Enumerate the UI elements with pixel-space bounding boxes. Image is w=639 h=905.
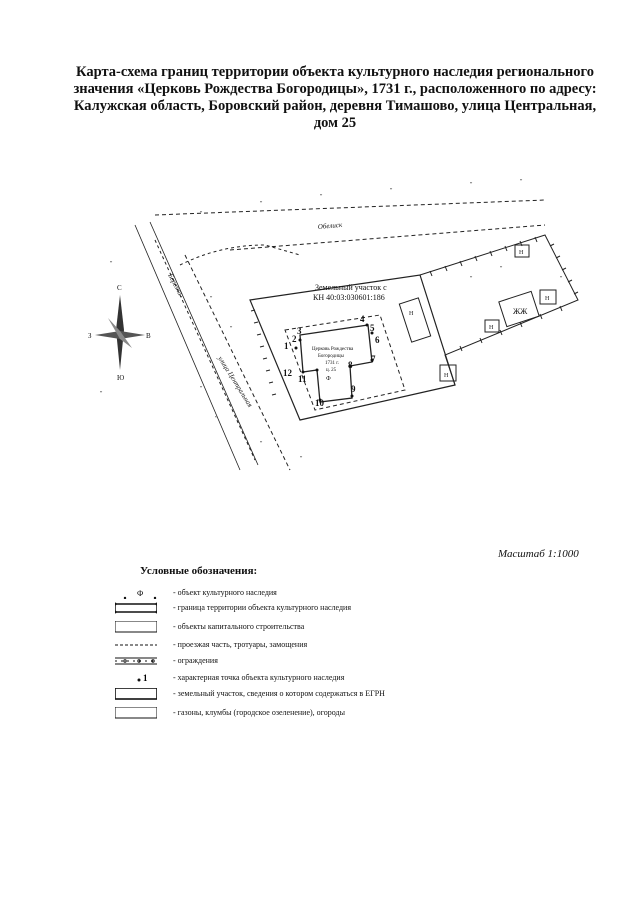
building-n-2 — [439, 364, 457, 382]
heritage-zone — [284, 314, 406, 411]
point-4: 4 — [360, 314, 365, 324]
svg-text:": " — [200, 211, 203, 217]
svg-text:": " — [180, 296, 183, 302]
svg-text:": " — [230, 326, 233, 332]
building-n-1-label: Н — [409, 311, 414, 317]
boundary-line-icon — [115, 602, 157, 614]
svg-text:": " — [560, 276, 563, 282]
church-label-1: Церковь Рождества — [312, 347, 354, 352]
street-top-label: Обелиск — [317, 221, 343, 231]
svg-text:Ф: Ф — [137, 589, 143, 598]
legend-text-5: - характерная точка объекта культурного … — [173, 673, 345, 682]
church-symbol: Ф — [326, 376, 331, 382]
church-label-4: ц. 25 — [326, 368, 337, 373]
church-label-2: Богородицы — [318, 354, 345, 359]
title-line-3: Калужская область, Боровский район, дере… — [73, 98, 597, 114]
building-n-5 — [514, 244, 530, 258]
driveway — [179, 244, 301, 266]
title-line-1: Карта-схема границ территории объекта ку… — [76, 64, 594, 80]
point-icon: 1 — [137, 673, 148, 683]
road-label: Березки — [166, 271, 185, 297]
side-street-edge-4 — [154, 239, 256, 461]
point-2: 2 — [292, 334, 297, 344]
side-street-edge-2 — [149, 221, 259, 466]
side-street-edge-1 — [134, 224, 241, 471]
parcel-label-1: Земельный участок с — [315, 283, 387, 292]
point-7: 7 — [371, 354, 376, 364]
point-6: 6 — [375, 335, 380, 345]
svg-text:": " — [260, 441, 263, 447]
svg-text:": " — [200, 386, 203, 392]
legend-text-0: - объект культурного наследия — [173, 588, 277, 597]
svg-text:1: 1 — [143, 673, 148, 683]
point-10: 10 — [315, 398, 325, 408]
svg-text:": " — [260, 201, 263, 207]
fence-icon — [115, 657, 157, 665]
svg-text:": " — [390, 188, 393, 194]
building-zh — [498, 290, 540, 328]
compass-west: З — [88, 332, 92, 340]
svg-text:": " — [520, 179, 523, 185]
building-n-3 — [539, 289, 557, 305]
side-street-edge-3 — [184, 254, 291, 471]
fence-ticks — [250, 236, 579, 396]
building-n-5-label: Н — [519, 250, 524, 256]
point-5: 5 — [370, 323, 375, 333]
parcel-icon — [115, 688, 157, 700]
svg-text:": " — [470, 276, 473, 282]
point-markers — [294, 323, 374, 402]
grass-marks: " " " " " " " " " " " " " " " " " " — [100, 179, 563, 462]
svg-text:": " — [110, 261, 113, 267]
legend-text-4: - ограждения — [173, 656, 218, 665]
street-side-label: улица Центральная — [216, 354, 254, 409]
top-road-edge-2 — [229, 224, 546, 251]
characteristic-points: 1 2 3 4 5 6 7 8 9 10 11 12 — [283, 314, 380, 408]
legend-title: Условные обозначения: — [140, 565, 258, 577]
building-icon — [115, 621, 157, 633]
title-line-2: значения «Церковь Рождества Богородицы»,… — [73, 81, 597, 97]
building-n-2-label: Н — [444, 373, 449, 379]
legend-text-1: - граница территории объекта культурного… — [173, 603, 352, 612]
title-line-4: дом 25 — [313, 115, 357, 131]
svg-text:": " — [100, 391, 103, 397]
building-zh-label: ЖЖ — [513, 307, 528, 316]
svg-text:": " — [300, 456, 303, 462]
site-map: Обелиск Березки улица Центральная Земель… — [88, 179, 579, 471]
compass-rose: С Ю З В — [88, 284, 151, 382]
compass-east: В — [146, 332, 151, 340]
church-building — [299, 324, 373, 403]
fence — [419, 234, 579, 386]
legend-text-7: - газоны, клумбы (городское озеленение),… — [173, 708, 345, 717]
point-1: 1 — [284, 341, 289, 351]
svg-text:": " — [215, 416, 218, 422]
svg-text:": " — [210, 296, 213, 302]
legend-text-2: - объекты капитального строительства — [173, 622, 305, 631]
church-label-3: 1731 г. — [325, 361, 339, 366]
legend-text-3: - проезжая часть, тротуары, замощения — [173, 640, 308, 649]
point-9: 9 — [351, 384, 356, 394]
legend-text-6: - земельный участок, сведения о котором … — [173, 689, 385, 698]
map-scale: Масштаб 1:1000 — [498, 548, 579, 560]
building-n-4 — [484, 319, 500, 333]
building-n-1 — [398, 297, 432, 343]
road-icon — [115, 644, 157, 646]
building-n-4-label: Н — [489, 325, 494, 331]
svg-text:": " — [470, 182, 473, 188]
point-12: 12 — [283, 368, 293, 378]
top-road-edge — [154, 199, 546, 216]
point-11: 11 — [298, 374, 307, 384]
svg-text:": " — [500, 266, 503, 272]
compass-north: С — [117, 284, 122, 292]
point-3: 3 — [297, 326, 302, 336]
lawn-icon — [115, 707, 157, 719]
heritage-object-icon: Ф — [123, 589, 157, 599]
compass-south: Ю — [117, 374, 124, 382]
building-n-3-label: Н — [545, 296, 550, 302]
svg-text:": " — [320, 194, 323, 200]
map-title: Карта-схема границ территории объекта ку… — [40, 64, 630, 132]
parcel-label-2: КН 40:03:030601:186 — [313, 293, 385, 302]
